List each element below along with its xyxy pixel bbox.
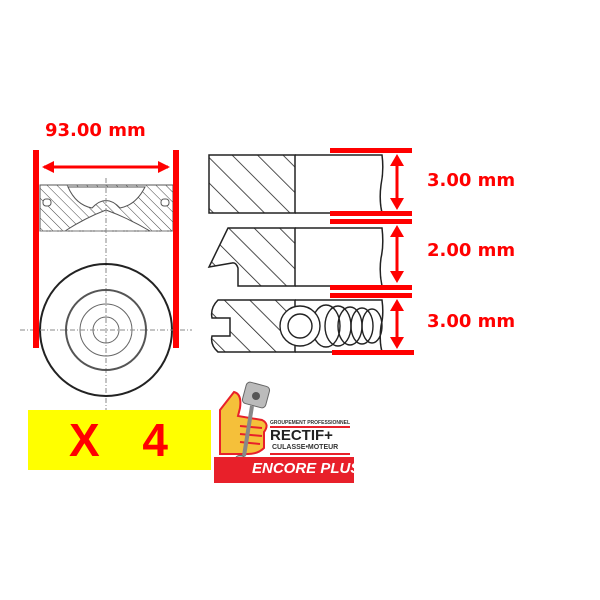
quantity-badge: X 4 [28, 410, 211, 470]
diameter-dimension [33, 150, 179, 348]
rectif-logo: GROUPEMENT PROFESSIONNEL RECTIF+ CULASSE… [212, 380, 357, 485]
ring-1-compression [208, 154, 384, 214]
ring-1-height-label: 3.00 mm [427, 170, 516, 191]
quantity-label: X 4 [68, 414, 171, 466]
piston-section-view [39, 178, 174, 410]
ring-height-arrows [390, 154, 404, 349]
thumbs-up-piston-icon [219, 381, 271, 471]
ring-2-scraper [207, 227, 384, 287]
piston-top-view [20, 263, 192, 397]
ring-3-oil-control [210, 299, 384, 353]
ring-3-height-label: 3.00 mm [427, 311, 516, 332]
logo-slogan: ENCORE PLUS... [252, 460, 373, 477]
logo-brand: RECTIF+ [270, 427, 333, 444]
logo-tagline: GROUPEMENT PROFESSIONNEL [270, 420, 351, 426]
logo-subtitle: CULASSE•MOTEUR [272, 444, 339, 451]
logo-slogan-banner: ENCORE PLUS... [214, 457, 373, 483]
ring-2-height-label: 2.00 mm [427, 240, 516, 261]
ring-dimension-markers [330, 148, 414, 355]
piston-diameter-label: 93.00 mm [45, 120, 146, 141]
